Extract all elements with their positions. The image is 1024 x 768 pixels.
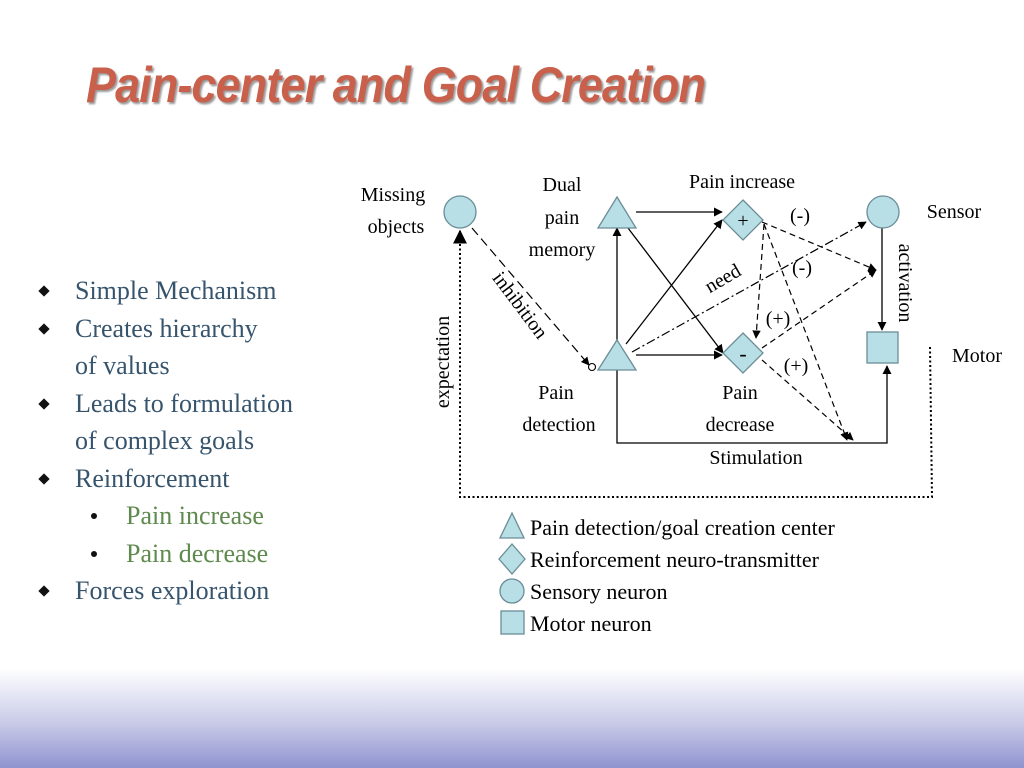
sub-bullet-pain-decrease: Pain decrease	[36, 535, 293, 573]
label-pain-decrease-line1: Pain	[722, 382, 758, 404]
inhibition-terminal	[587, 362, 597, 372]
label-stimulation: Stimulation	[709, 447, 802, 469]
label-dual-line3: memory	[529, 239, 596, 261]
label-pos-1: (+)	[766, 308, 791, 330]
bullet-exploration: Forces exploration	[36, 572, 293, 610]
bullet-reinforcement: Reinforcement	[36, 460, 293, 498]
label-need: need	[701, 260, 745, 298]
pain-increase-diamond	[722, 199, 764, 241]
legend	[498, 511, 526, 635]
legend-diamond-label: Reinforcement neuro-transmitter	[530, 547, 820, 572]
edge-minus-to-stimulation-dashed	[761, 359, 854, 441]
label-missing-line1: Missing	[361, 184, 425, 206]
bullet-hierarchy: Creates hierarchy	[36, 310, 293, 348]
sub-bullet-pain-increase: Pain increase	[36, 497, 293, 535]
bullet-hierarchy-cont: of values	[75, 351, 170, 380]
label-neg-2: (-)	[792, 257, 812, 279]
edge-plus-to-stimulation-dashed	[763, 223, 849, 441]
legend-circle-icon	[499, 578, 525, 604]
label-dual-line2: pain	[545, 207, 579, 229]
minus-symbol: -	[739, 341, 746, 366]
label-pain-detection-line2: detection	[522, 414, 595, 436]
edge-expectation	[453, 229, 934, 498]
dual-pain-memory-node	[596, 195, 638, 229]
edge-memory-to-minus	[627, 227, 724, 354]
legend-triangle-icon	[498, 511, 526, 539]
missing-objects-node	[443, 195, 477, 229]
legend-diamond-icon	[498, 543, 526, 575]
edge-need	[631, 221, 867, 353]
bullet-list: Simple Mechanism Creates hierarchy of va…	[36, 272, 293, 610]
motor-node	[866, 331, 899, 364]
sensor-node	[866, 195, 900, 229]
bullet-formulation: Leads to formulation	[36, 385, 293, 423]
label-missing-line2: objects	[368, 216, 425, 238]
label-neg-1: (-)	[790, 205, 810, 227]
bullet-simple-mechanism: Simple Mechanism	[36, 272, 293, 310]
label-motor: Motor	[952, 345, 1002, 367]
edge-minus-to-sensor-dashed	[761, 269, 877, 349]
edge-plus-to-minus-dashed	[752, 223, 765, 339]
slide-title: Pain-center and Goal Creation	[86, 57, 706, 113]
label-expectation: expectation	[432, 316, 454, 408]
bullet-formulation-cont: of complex goals	[75, 426, 255, 455]
label-pos-2: (+)	[784, 355, 809, 377]
pain-detection-node	[596, 338, 638, 371]
footer-gradient	[0, 668, 1024, 768]
edge-stimulation	[616, 365, 892, 444]
legend-square-label: Motor neuron	[530, 611, 652, 636]
label-activation: activation	[894, 244, 916, 323]
label-dual-line1: Dual	[543, 174, 582, 196]
pain-decrease-diamond	[722, 332, 764, 374]
edge-detection-to-plus	[625, 219, 723, 345]
label-pain-increase: Pain increase	[689, 171, 795, 193]
legend-square-icon	[500, 610, 525, 635]
plus-symbol: +	[737, 210, 748, 232]
label-sensor: Sensor	[927, 201, 982, 223]
legend-circle-label: Sensory neuron	[530, 579, 667, 604]
edge-plus-to-sensor-dashed	[761, 221, 877, 271]
label-pain-detection-line1: Pain	[538, 382, 574, 404]
label-pain-decrease-line2: decrease	[706, 414, 775, 436]
legend-triangle-label: Pain detection/goal creation center	[530, 515, 835, 540]
label-inhibition: inhibition	[488, 268, 552, 343]
edge-inhibition	[471, 227, 590, 366]
